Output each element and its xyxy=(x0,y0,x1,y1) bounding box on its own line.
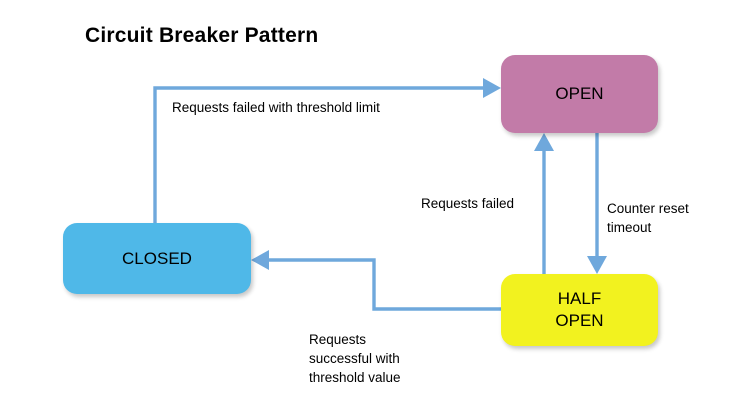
state-node-open[interactable]: OPEN xyxy=(501,55,658,133)
edge-label-closed-to-open: Requests failed with threshold limit xyxy=(172,100,380,115)
state-node-half-open[interactable]: HALF OPEN xyxy=(501,274,658,346)
edge-closed-to-open-line xyxy=(153,86,487,223)
edge-half-open-to-closed-line xyxy=(265,258,501,311)
edge-closed-to-open-arrowhead xyxy=(483,78,501,98)
edge-half-open-to-open-arrowhead xyxy=(534,133,554,151)
diagram-title: Circuit Breaker Pattern xyxy=(85,24,319,47)
edge-label-half-open-to-closed: Requests successful with threshold value xyxy=(309,332,401,386)
edge-label-open-to-half-open: Counter reset timeout xyxy=(607,201,689,236)
state-node-open-label: OPEN xyxy=(555,84,604,104)
state-node-half-open-label: HALF OPEN xyxy=(555,289,604,330)
edge-open-to-half-open-arrowhead xyxy=(587,256,607,274)
edge-label-half-open-to-open: Requests failed xyxy=(421,196,515,211)
state-node-closed-label: CLOSED xyxy=(122,248,192,268)
edge-half-open-to-closed-arrowhead xyxy=(251,250,269,270)
state-node-closed[interactable]: CLOSED xyxy=(63,223,251,294)
